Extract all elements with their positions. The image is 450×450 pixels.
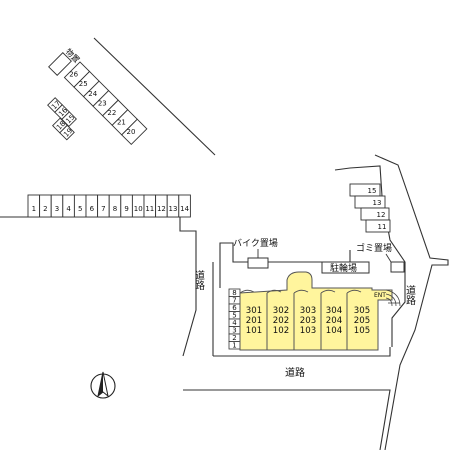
- parking-slot-number: 1: [232, 342, 236, 350]
- parking-slot-number: 18: [55, 120, 67, 132]
- unit-number: 203: [300, 316, 316, 326]
- garbage-area-box: [390, 261, 405, 273]
- entrance-label: ENT: [374, 292, 386, 299]
- parking-slot-number: 7: [232, 297, 236, 305]
- north-arrow-icon: [90, 371, 116, 399]
- parking-slot-number: 8: [232, 289, 236, 297]
- garbage-area-leader: [385, 253, 392, 263]
- parking-slot-number: 2: [232, 334, 236, 342]
- building-outline: [239, 271, 393, 351]
- unit-number: 204: [326, 316, 342, 326]
- parking-slot-box: [178, 194, 191, 218]
- parking-slot-number: 5: [232, 312, 236, 320]
- building-walls: [239, 289, 362, 350]
- unit-number: 301: [246, 306, 262, 316]
- road-label-south: 道路: [285, 366, 305, 379]
- parking-slot-number: 7: [101, 205, 105, 213]
- road-south-edge: [183, 389, 391, 450]
- unit-number: 102: [273, 326, 289, 336]
- unit-number: 303: [300, 306, 316, 316]
- unit-number: 304: [326, 306, 342, 316]
- parking-slot-number: 12: [377, 211, 386, 219]
- unit-number: 205: [354, 316, 370, 326]
- parking-slot-number: 12: [157, 205, 166, 213]
- road-east-inner: [334, 165, 406, 347]
- parking-slot-number: 23: [98, 99, 107, 107]
- bicycle-area-box: [321, 261, 370, 274]
- parking-row-east: 15 13 12 11: [349, 183, 391, 233]
- parking-slot-number: 11: [145, 205, 154, 213]
- north-boundary-line: [93, 37, 216, 156]
- parking-slot-number: 26: [69, 71, 78, 79]
- parking-slot-number: 2: [43, 205, 47, 213]
- unit-number: 103: [300, 326, 316, 336]
- bike-area-label: バイク置場: [233, 237, 278, 249]
- bicycle-area-label: 駐輪場: [330, 262, 357, 274]
- garbage-area-label: ゴミ置場: [356, 242, 392, 254]
- parking-slot-number: 6: [90, 205, 95, 213]
- parking-slot: [121, 118, 148, 146]
- unit-number: 104: [326, 326, 342, 336]
- unit-number: 202: [273, 316, 289, 326]
- parking-slot-number: 3: [232, 327, 236, 335]
- parking-slot-number: 17: [50, 99, 62, 111]
- unit-number: 201: [246, 316, 262, 326]
- parking-slot-number: 10: [134, 205, 143, 213]
- parcel-south-edge: [213, 347, 391, 357]
- parking-slot: [178, 194, 191, 218]
- unit-number: 101: [246, 326, 262, 336]
- west-boundary-line: [0, 216, 197, 250]
- bike-area-box: [247, 257, 269, 269]
- road-label-east: 道路: [404, 284, 416, 306]
- storage-label: [48, 52, 72, 76]
- unit-number: 302: [273, 306, 289, 316]
- parking-slot-number: 4: [232, 319, 237, 327]
- parking-slot-number: 21: [117, 118, 126, 126]
- parking-slot-number: 20: [126, 128, 135, 136]
- parking-slot-number: 3: [55, 205, 59, 213]
- parking-slot-number: 13: [169, 205, 178, 213]
- parking-slot-number: 5: [78, 205, 82, 213]
- road-label-west: 道路: [193, 269, 205, 291]
- parking-slot-number: 8: [113, 205, 117, 213]
- parking-slot-number: 15: [368, 187, 377, 195]
- parking-slot-number: 1: [32, 205, 36, 213]
- entrance-stairs: [385, 289, 401, 307]
- parking-slot-number: 14: [180, 205, 189, 213]
- parking-slot-number: 4: [66, 205, 71, 213]
- parking-slot-number: 6: [232, 304, 237, 312]
- parking-slot-number: 24: [88, 90, 97, 98]
- parking-slot-number: 13: [373, 199, 382, 207]
- parking-slot-number: 11: [378, 223, 387, 231]
- parking-slot-number: 9: [124, 205, 128, 213]
- parking-slot-number: 19: [62, 127, 74, 139]
- unit-number: 305: [354, 306, 370, 316]
- road-east-outer: [374, 154, 449, 450]
- road-west-edge: [182, 250, 197, 357]
- parking-slot-number: 15: [64, 113, 76, 125]
- parking-slot-number: 25: [79, 80, 88, 88]
- unit-number: 105: [354, 326, 370, 336]
- parking-slot-number: 22: [107, 109, 116, 117]
- parking-slot: [47, 97, 63, 113]
- parking-slot: [365, 219, 391, 233]
- parcel-outline: [219, 242, 351, 288]
- parking-slot: [52, 117, 68, 134]
